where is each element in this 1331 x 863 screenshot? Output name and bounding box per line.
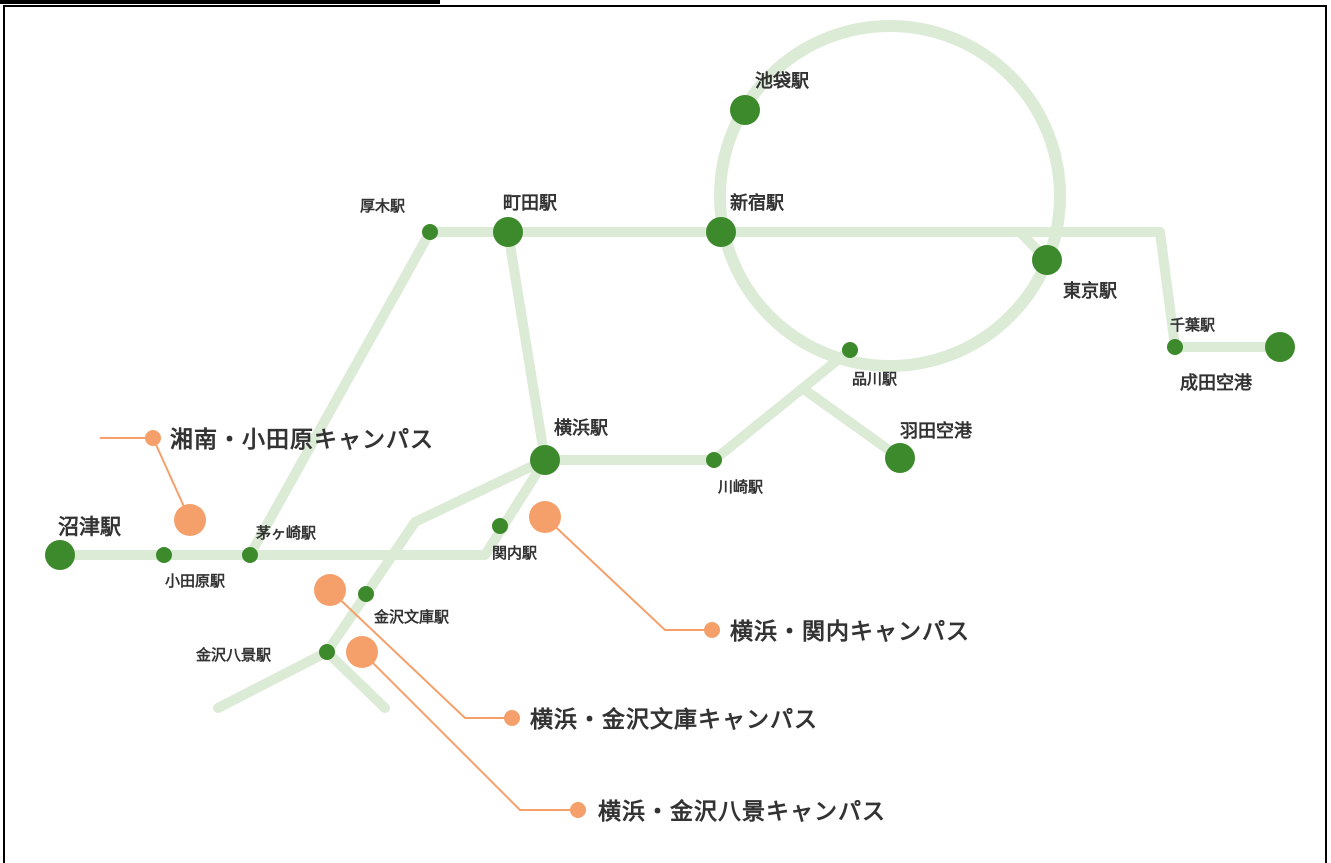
label-campus-bunko[interactable]: 横浜・金沢文庫キャンパス: [530, 706, 818, 733]
label-kannai: 関内駅: [492, 544, 538, 562]
haneda-line: [800, 385, 905, 463]
label-narita: 成田空港: [1180, 372, 1253, 394]
label-campus-hakkei[interactable]: 横浜・金沢八景キャンパス: [598, 798, 886, 825]
station-shinjuku[interactable]: [706, 217, 736, 247]
campus-labels: 湘南・小田原キャンパス 横浜・関内キャンパス 横浜・金沢文庫キャンパス 横浜・金…: [170, 427, 970, 825]
campuses: [145, 430, 720, 818]
label-yokohama: 横浜駅: [554, 417, 609, 439]
campus-kannai-marker[interactable]: [529, 501, 561, 533]
map-frame: [3, 5, 1327, 863]
campus-shonan-marker[interactable]: [174, 504, 206, 536]
station-narita[interactable]: [1265, 332, 1295, 362]
label-chiba: 千葉駅: [1170, 316, 1216, 334]
tokaido-line: [55, 455, 550, 560]
station-yokohama[interactable]: [530, 445, 560, 475]
station-tokyo[interactable]: [1032, 245, 1062, 275]
campus-leaders: [100, 437, 712, 811]
label-kanazawa-bunko: 金沢文庫駅: [373, 608, 450, 626]
label-campus-shonan[interactable]: 湘南・小田原キャンパス: [170, 427, 434, 453]
rail-lines: [55, 20, 1285, 713]
label-numazu: 沼津駅: [58, 515, 122, 539]
station-odawara[interactable]: [156, 547, 172, 563]
station-atsugi[interactable]: [422, 224, 438, 240]
station-machida[interactable]: [493, 217, 523, 247]
label-haneda: 羽田空港: [900, 420, 973, 442]
top-bar: [0, 0, 440, 4]
station-shinagawa[interactable]: [842, 342, 858, 358]
station-chiba[interactable]: [1167, 339, 1183, 355]
station-ikebukuro[interactable]: [730, 95, 760, 125]
chuo-line: [425, 227, 1285, 352]
stations: [45, 95, 1295, 660]
station-kawasaki[interactable]: [706, 452, 722, 468]
station-numazu[interactable]: [45, 540, 75, 570]
label-ikebukuro: 池袋駅: [755, 70, 810, 92]
keikyu-line: [213, 455, 550, 713]
station-haneda[interactable]: [885, 443, 915, 473]
label-kawasaki: 川崎駅: [717, 478, 764, 496]
label-shinjuku: 新宿駅: [730, 192, 785, 214]
yokohama-line: [503, 227, 550, 465]
label-chigasaki: 茅ヶ崎駅: [256, 524, 317, 542]
odakyu-line: [245, 227, 435, 560]
label-shinagawa: 品川駅: [852, 370, 898, 388]
hakkei-leader: [361, 651, 578, 811]
zushi-branch-line: [322, 647, 390, 713]
label-campus-kannai[interactable]: 横浜・関内キャンパス: [730, 619, 970, 645]
station-kanazawa-hakkei[interactable]: [319, 644, 335, 660]
campus-shonan-dot: [145, 430, 161, 446]
station-chigasaki[interactable]: [242, 547, 258, 563]
station-kanazawa-bunko[interactable]: [358, 586, 374, 602]
station-labels: 沼津駅 小田原駅 茅ヶ崎駅 厚木駅 町田駅 新宿駅 池袋駅 東京駅 千葉駅 成田…: [58, 70, 1253, 664]
campus-bunko-marker[interactable]: [314, 574, 346, 606]
station-kannai[interactable]: [492, 518, 508, 534]
label-kanazawa-hakkei: 金沢八景駅: [195, 646, 272, 664]
keihin-line: [540, 345, 855, 465]
label-atsugi: 厚木駅: [360, 197, 406, 215]
kannai-leader: [544, 516, 712, 631]
campus-bunko-dot: [504, 710, 520, 726]
label-odawara: 小田原駅: [165, 572, 226, 590]
campus-hakkei-dot: [570, 802, 586, 818]
yamanote-loop-line: [714, 20, 1066, 372]
campus-kannai-dot: [704, 622, 720, 638]
label-tokyo: 東京駅: [1063, 280, 1118, 302]
bunko-leader: [329, 589, 512, 719]
campus-hakkei-marker[interactable]: [346, 636, 378, 668]
label-machida: 町田駅: [503, 193, 558, 214]
